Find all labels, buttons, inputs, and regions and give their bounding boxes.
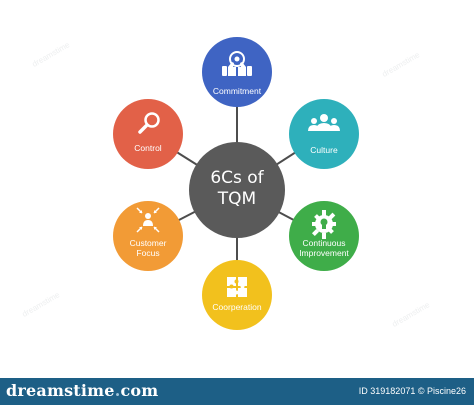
gear-lightbulb-icon (311, 210, 336, 239)
node-customer-focus (113, 201, 183, 271)
handshake-thumbs-up-icon (222, 51, 252, 76)
brand-name: dreamstime (6, 381, 115, 400)
brand-dot: . (114, 381, 121, 400)
label-commitment: Commitment (212, 86, 262, 96)
diagram-canvas (113, 37, 359, 330)
image-credit: ID 319182071 © Piscine26 (358, 386, 466, 396)
customer-target-arrows-icon (136, 207, 160, 233)
brand-logo: dreamstime.com (6, 381, 158, 400)
node-control (113, 99, 183, 169)
team-people-icon (308, 114, 340, 131)
label-control: Control (134, 143, 162, 153)
label-culture: Culture (310, 145, 338, 155)
center-title-line2: TQM (217, 189, 257, 209)
center-circle (189, 142, 285, 238)
label-customer-focus: Customer Focus (129, 238, 167, 258)
magnifier-icon (138, 112, 160, 134)
center-title: 6Cs of TQM (189, 168, 285, 210)
node-culture (289, 99, 359, 169)
puzzle-pieces-icon (227, 277, 247, 297)
footer-bar: dreamstime.com ID 319182071 © Piscine26 (0, 378, 474, 405)
node-coorperation (202, 260, 272, 330)
node-commitment (202, 37, 272, 107)
label-continuous-improvement: Continuous Improvement (299, 238, 349, 258)
center-title-line1: 6Cs of (210, 168, 264, 188)
brand-tld: com (120, 381, 159, 400)
label-coorperation: Coorperation (212, 302, 262, 312)
